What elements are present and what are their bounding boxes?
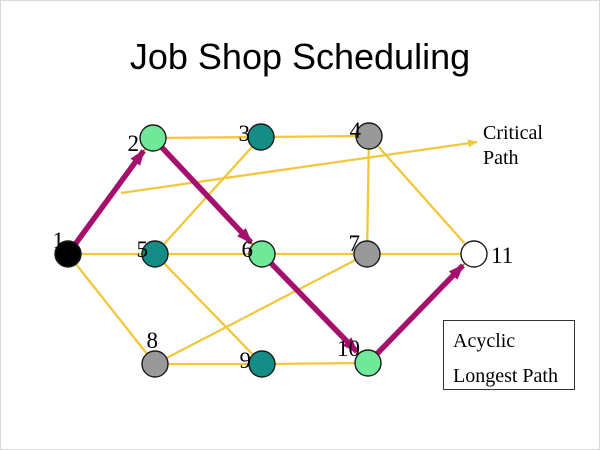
edge-8-7 [154, 252, 368, 366]
node-10 [354, 349, 382, 377]
critical-path-label: Critical Path [483, 121, 543, 171]
node-2 [139, 124, 167, 152]
node-label-2: 2 [128, 131, 140, 156]
node-5 [141, 240, 169, 268]
critical-edge-1-2 [65, 149, 146, 256]
critical-edge-10-11 [366, 263, 465, 365]
critical-path-pointer-arrow [120, 139, 478, 195]
critical-path-label-line1: Critical [483, 122, 543, 144]
node-label-1: 1 [53, 228, 65, 253]
node-label-11: 11 [491, 243, 513, 268]
node-8 [141, 350, 169, 378]
node-3 [247, 123, 275, 151]
edge-2-3 [152, 135, 262, 140]
node-6 [248, 240, 276, 268]
node-label-10: 10 [337, 336, 360, 361]
acyclic-box-line2: Longest Path [453, 365, 558, 387]
edge-3-4 [260, 134, 370, 139]
node-9 [248, 350, 276, 378]
node-7 [353, 240, 381, 268]
node-4 [355, 122, 383, 150]
edge-4-7 [365, 135, 371, 255]
node-label-3: 3 [239, 121, 251, 146]
critical-edge-6-10 [260, 252, 359, 354]
acyclic-longest-path-box: Acyclic Longest Path [443, 320, 575, 390]
critical-edge-2-6 [150, 136, 254, 245]
edge-1-8 [67, 253, 156, 365]
node-label-5: 5 [137, 237, 149, 262]
edge-5-9 [154, 253, 263, 365]
node-label-7: 7 [349, 231, 361, 256]
critical-path-layer [65, 136, 465, 365]
acyclic-box-line1: Acyclic [453, 330, 516, 352]
node-1 [54, 240, 82, 268]
node-label-9: 9 [240, 348, 252, 373]
edge-4-11 [368, 135, 475, 255]
critical-path-label-line2: Path [483, 147, 519, 169]
node-label-8: 8 [147, 328, 159, 353]
node-label-6: 6 [242, 237, 254, 262]
node-label-4: 4 [350, 118, 362, 143]
nodes-layer [54, 122, 488, 378]
slide-title: Job Shop Scheduling [129, 36, 471, 77]
edge-9-10 [261, 361, 369, 366]
node-labels-layer: 1 2 3 4 5 6 7 8 9 10 11 [53, 118, 514, 373]
node-11 [460, 240, 488, 268]
